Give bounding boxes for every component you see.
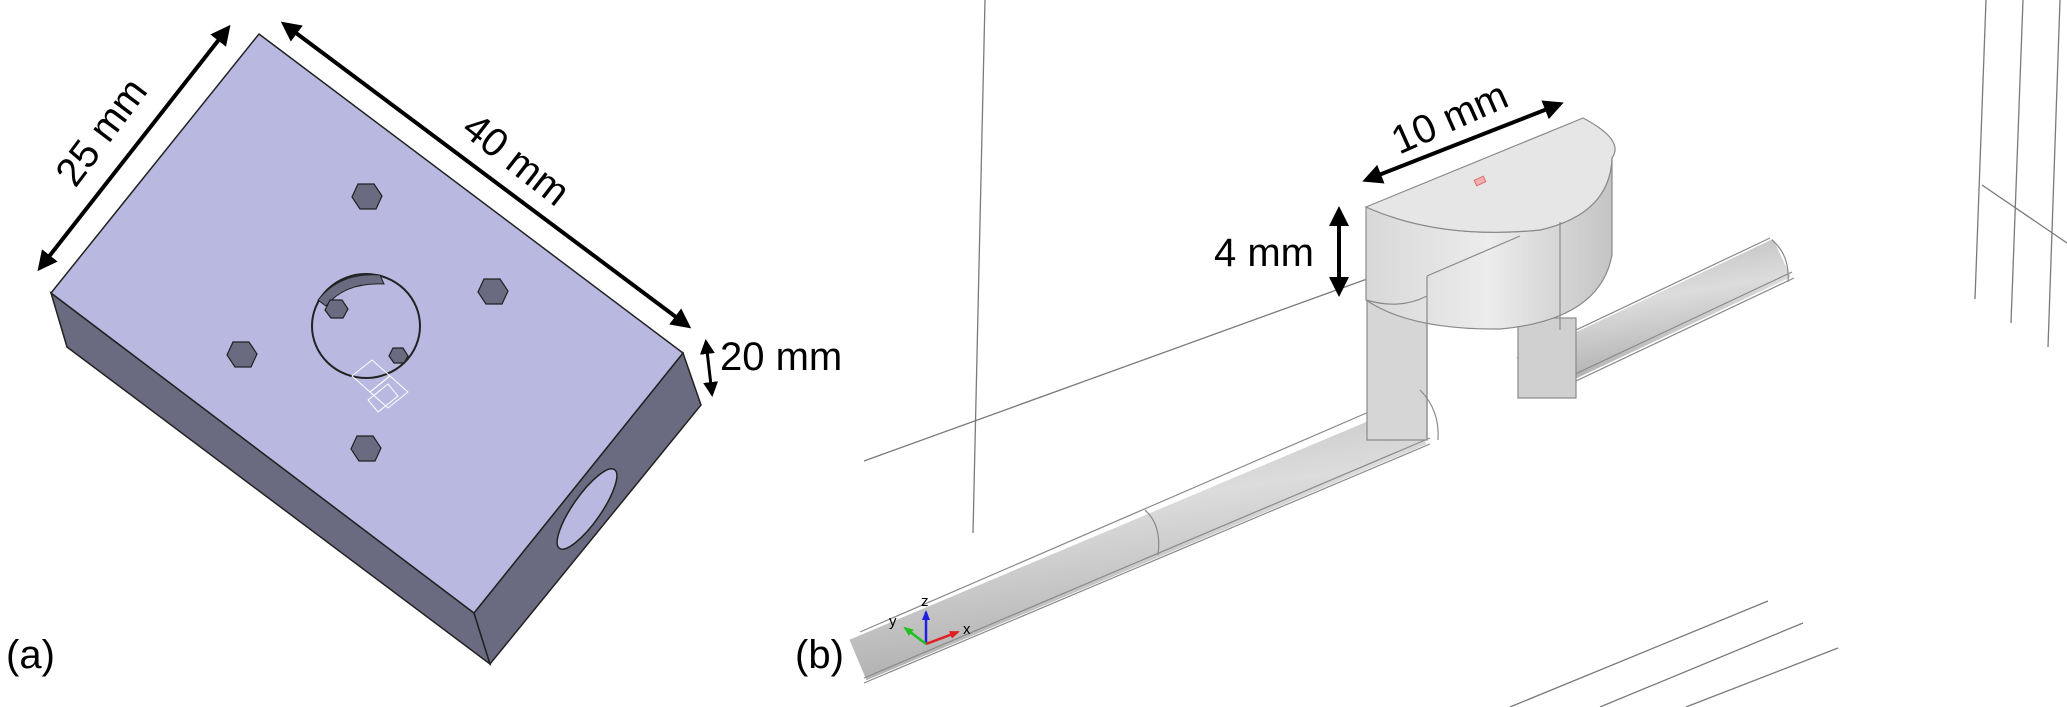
inlet-pipe — [849, 403, 1427, 681]
x-axis-label: x — [963, 621, 971, 638]
side-bore-hole — [556, 468, 618, 550]
height-arrow — [699, 339, 719, 397]
width-label: 25 mm — [47, 70, 156, 194]
dimension-arrows-a — [37, 21, 719, 397]
y-axis-icon — [903, 626, 927, 645]
axis-triad: z x y — [889, 593, 971, 646]
origin-marker — [351, 359, 409, 413]
chamber-height-label: 4 mm — [1214, 231, 1314, 275]
dimension-arrows-b — [1329, 100, 1564, 297]
chamber-width-arrow — [1362, 100, 1564, 184]
width-arrow — [37, 24, 231, 272]
length-arrow — [280, 21, 692, 329]
screw-hole-icon — [388, 347, 409, 364]
screw-hole-icon — [226, 341, 258, 368]
screw-hole-icon — [350, 435, 382, 462]
y-axis-label: y — [889, 613, 897, 630]
panel-b-label: (b) — [795, 633, 844, 677]
height-label: 20 mm — [720, 335, 842, 379]
chamber-width-label: 10 mm — [1385, 73, 1515, 163]
x-axis-icon — [925, 630, 960, 646]
panel-b-geometry — [849, 117, 1795, 684]
outlet-leg — [1517, 317, 1577, 399]
panel-a-label: (a) — [6, 633, 55, 677]
z-axis-label: z — [921, 593, 929, 610]
